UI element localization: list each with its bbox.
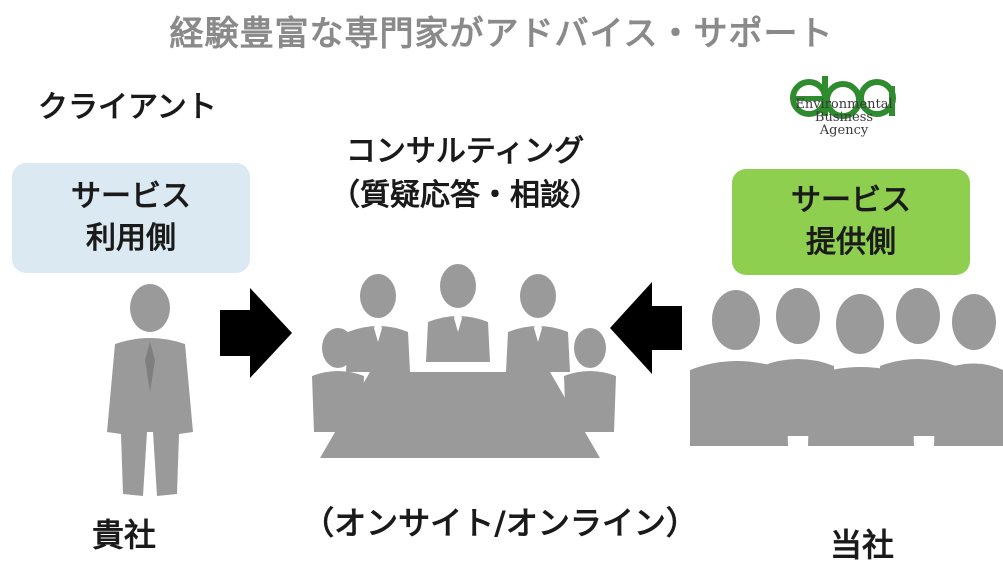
consulting-line1: コンサルティング (345, 134, 585, 169)
logo-line1: Environmental (795, 97, 893, 112)
our-company-label: 当社 (830, 526, 895, 564)
page-title: 経験豊富な専門家がアドバイス・サポート (169, 14, 834, 54)
logo-line2: Business (814, 110, 874, 125)
user-side-line2: 利用側 (86, 221, 176, 256)
client-person-icon (107, 284, 193, 496)
logo-line3: Agency (819, 123, 869, 138)
arrow-left-icon (610, 282, 682, 374)
logo-wordmark: Environmental Business Agency (778, 98, 910, 137)
arrow-right-icon (220, 288, 292, 378)
meeting-table-icon (312, 264, 616, 458)
provider-side-line1: サービス (791, 183, 911, 218)
your-company-label: 貴社 (92, 516, 157, 554)
user-side-box: サービス 利用側 (12, 163, 250, 273)
eba-logo-icon (790, 76, 896, 119)
client-label: クライアント (38, 90, 217, 125)
provider-side-line2: 提供側 (806, 225, 896, 260)
provider-side-box: サービス 提供側 (732, 169, 970, 275)
consulting-label: コンサルティング （質疑応答・相談） (300, 130, 630, 218)
delivery-mode-label: （オンサイト/オンライン） (302, 504, 698, 542)
provider-group-icon (690, 288, 1003, 446)
user-side-line1: サービス (71, 179, 191, 214)
consulting-line2: （質疑応答・相談） (330, 178, 600, 213)
